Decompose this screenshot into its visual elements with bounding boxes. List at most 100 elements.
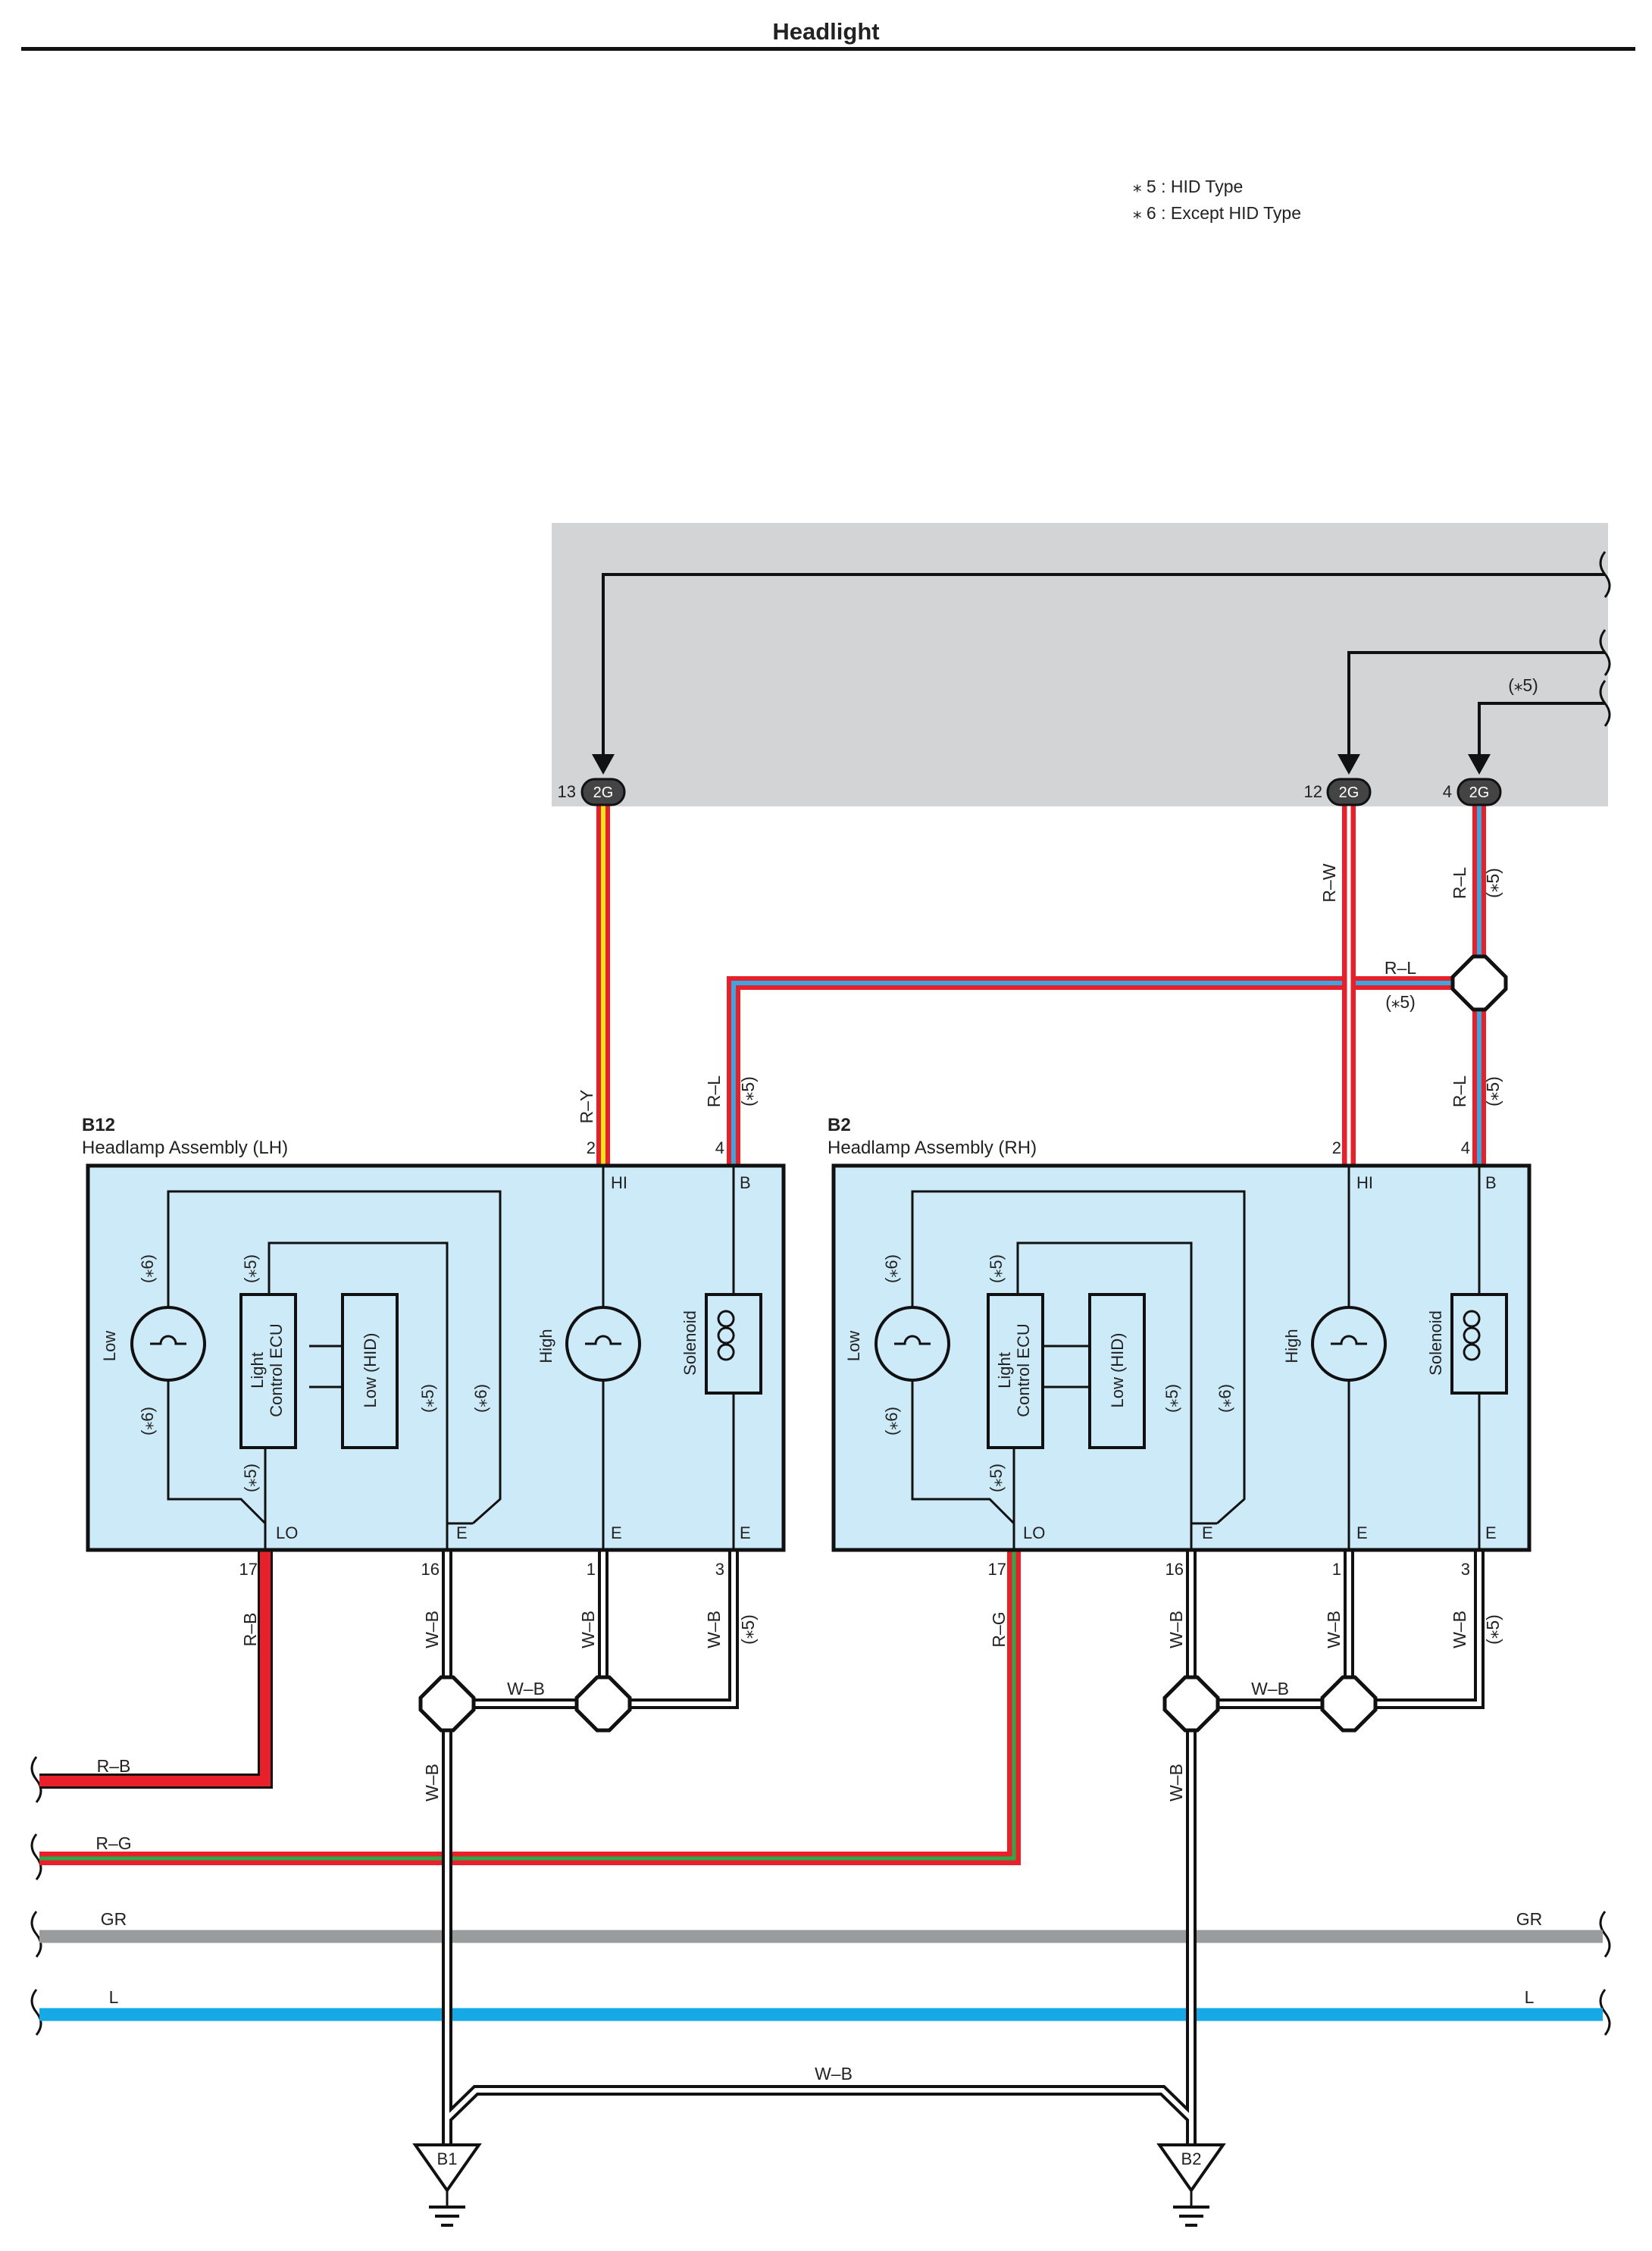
rh-terminal-e1: E	[1202, 1523, 1213, 1542]
break-symbols-right	[1599, 551, 1611, 2036]
connector-2g-12-label: 2G	[1339, 784, 1359, 801]
lh-pin-17: 17	[239, 1560, 258, 1579]
label-wb-rh-3: W–B	[1450, 1611, 1469, 1648]
rh-terminal-hi: HI	[1356, 1173, 1373, 1192]
rh-assembly-id: B2	[828, 1115, 851, 1135]
label-gr-left: GR	[101, 1909, 127, 1929]
connector-2g-4	[1456, 778, 1502, 806]
rh-high-bulb	[1311, 1306, 1387, 1382]
lh-terminal-e3: E	[740, 1523, 751, 1542]
label-rg-vertical: R–G	[989, 1611, 1009, 1647]
rh-pin-17: 17	[988, 1560, 1006, 1579]
lh-pin-16: 16	[421, 1560, 440, 1579]
lh-note-except-bottom: (⁎6)	[138, 1407, 157, 1435]
ground-b2-label: B2	[1181, 2149, 1202, 2168]
label-wb-ground-link: W–B	[815, 2064, 853, 2084]
label-wb-lh-3: W–B	[704, 1611, 724, 1648]
rh-low-label: Low	[844, 1331, 863, 1361]
lh-note-hid-ecu-top: (⁎5)	[241, 1254, 260, 1283]
lh-low-label: Low	[100, 1331, 119, 1361]
upstream-panel	[552, 523, 1608, 806]
lh-high-label: High	[537, 1329, 555, 1363]
label-wb-rh-junction: W–B	[1251, 1679, 1289, 1698]
break-symbols-left	[30, 1756, 42, 2036]
rh-note-except-e: (⁎6)	[1216, 1384, 1234, 1413]
lh-terminal-e2: E	[611, 1523, 622, 1542]
wire-rl	[727, 802, 1486, 1166]
connector-2g-group: 2G 2G 2G	[580, 778, 1502, 806]
junction-points	[418, 954, 1508, 1733]
label-wb-lh-1: W–B	[578, 1611, 598, 1648]
note-hid-rl-top: (⁎5)	[1483, 868, 1503, 898]
label-rw: R–W	[1319, 863, 1339, 902]
lh-note-except-top: (⁎6)	[138, 1254, 157, 1283]
lh-terminal-e1: E	[456, 1523, 468, 1542]
pin-4-top: 4	[1443, 782, 1452, 801]
label-l-right: L	[1525, 1987, 1535, 2007]
label-rb-vertical: R–B	[240, 1613, 260, 1647]
lh-ecu-label-1: Light	[248, 1352, 267, 1388]
lh-note-hid-ecu-bottom: (⁎5)	[241, 1464, 260, 1492]
rh-headlamp-assembly	[831, 1163, 1532, 1552]
label-gr-right: GR	[1516, 1909, 1543, 1929]
lh-headlamp-assembly	[86, 1163, 786, 1552]
note-hid-wb-rh: (⁎5)	[1483, 1614, 1503, 1645]
label-rl-rh: R–L	[1450, 1075, 1469, 1107]
lh-low-hid-lamp	[341, 1293, 399, 1449]
rh-pin-2: 2	[1332, 1138, 1341, 1157]
pin-12: 12	[1304, 782, 1322, 801]
connector-2g-12	[1326, 778, 1372, 806]
rh-note-except-bottom: (⁎6)	[882, 1407, 901, 1435]
ground-b1	[412, 2143, 482, 2227]
rh-solenoid-coil	[1463, 1310, 1481, 1361]
lh-note-hid-e: (⁎5)	[418, 1384, 437, 1413]
lh-low-hid-label: Low (HID)	[361, 1332, 380, 1407]
lh-internal-wiring	[167, 1166, 735, 1550]
label-wb-rh-1: W–B	[1324, 1611, 1344, 1648]
rh-solenoid-label: Solenoid	[1426, 1310, 1445, 1376]
rh-pin-4: 4	[1461, 1138, 1470, 1157]
rh-low-hid-label: Low (HID)	[1108, 1332, 1127, 1407]
ground-b2	[1156, 2143, 1226, 2227]
lh-pin-3: 3	[715, 1560, 724, 1579]
lh-pin-4: 4	[715, 1138, 724, 1157]
page-title: Headlight	[772, 18, 879, 45]
connector-2g-13-label: 2G	[593, 784, 614, 801]
label-wb-rh-ground: W–B	[1166, 1764, 1186, 1802]
rh-terminal-lo: LO	[1023, 1523, 1045, 1542]
rh-terminal-b: B	[1485, 1173, 1497, 1192]
label-rl-top: R–L	[1450, 867, 1469, 899]
rh-terminal-e3: E	[1485, 1523, 1497, 1542]
title-rule	[21, 47, 1635, 51]
lh-terminal-b: B	[740, 1173, 751, 1192]
lh-solenoid	[705, 1293, 762, 1395]
rh-pin-1: 1	[1332, 1560, 1341, 1579]
label-wb-lh-junction: W–B	[507, 1679, 545, 1698]
rh-pin-3: 3	[1461, 1560, 1470, 1579]
lh-assembly-name: Headlamp Assembly (LH)	[82, 1138, 288, 1158]
lh-assembly-id: B12	[82, 1115, 115, 1135]
note-hid-wb-lh: (⁎5)	[738, 1614, 758, 1645]
label-ry: R–Y	[577, 1090, 596, 1124]
panel-arrows	[592, 754, 1491, 775]
rh-pin-16: 16	[1165, 1560, 1184, 1579]
lh-terminal-hi: HI	[611, 1173, 627, 1192]
lh-high-bulb	[565, 1306, 641, 1382]
label-rl-lh: R–L	[704, 1075, 724, 1107]
label-wb-rh-16: W–B	[1166, 1611, 1186, 1648]
lh-low-bulb-filament	[150, 1335, 186, 1345]
label-rg-horizontal: R–G	[95, 1833, 131, 1853]
note-hid-type: ⁎ 5 : HID Type	[1133, 177, 1243, 196]
rh-ecu-label-2: Control ECU	[1014, 1323, 1033, 1417]
panel-wires	[602, 573, 1605, 762]
note-hid-rl-horizontal: (⁎5)	[1385, 992, 1416, 1012]
rh-note-hid-ecu-bottom: (⁎5)	[987, 1464, 1006, 1492]
rh-assembly-name: Headlamp Assembly (RH)	[828, 1138, 1037, 1158]
rh-ecu-label-1: Light	[995, 1352, 1014, 1388]
lh-solenoid-coil	[717, 1310, 735, 1361]
lh-note-except-e: (⁎6)	[471, 1384, 490, 1413]
label-rb-horizontal: R–B	[97, 1756, 131, 1776]
rh-light-control-ecu	[987, 1293, 1044, 1449]
rh-note-hid-ecu-top: (⁎5)	[987, 1254, 1006, 1283]
